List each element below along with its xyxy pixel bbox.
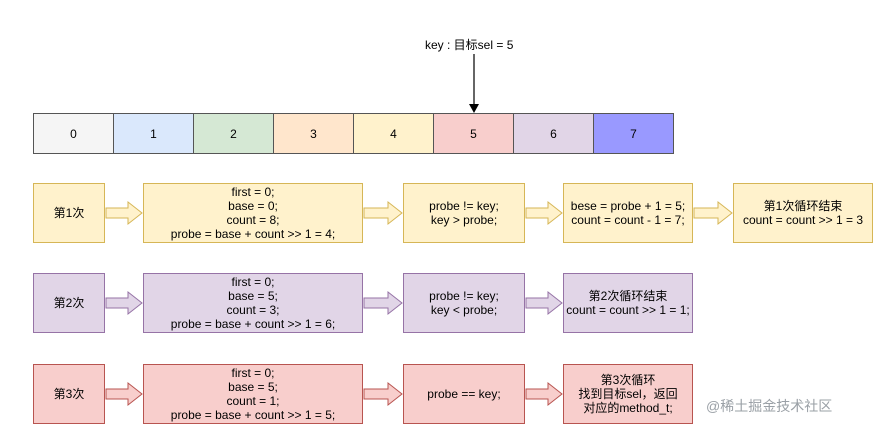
- array-cell-label: 0: [70, 126, 77, 141]
- step-text: first = 0; base = 5; count = 1; probe = …: [170, 366, 336, 422]
- array-cell-4: 4: [353, 113, 434, 154]
- block-arrow-3: [525, 200, 563, 226]
- step-text: probe == key;: [427, 387, 501, 401]
- step-text: 第3次循环 找到目标sel，返回 对应的method_t;: [578, 373, 678, 415]
- row3-step3: 第3次循环 找到目标sel，返回 对应的method_t;: [563, 364, 693, 424]
- step-text: 第2次循环结束 count = count >> 1 = 1;: [566, 289, 690, 317]
- step-text: probe != key; key > probe;: [429, 199, 499, 227]
- row1-step1: first = 0; base = 0; count = 8; probe = …: [143, 183, 363, 243]
- block-arrow-7: [525, 290, 563, 316]
- block-arrow-1: [105, 200, 143, 226]
- row1-step3: bese = probe + 1 = 5; count = count - 1 …: [563, 183, 693, 243]
- block-arrow-4: [693, 200, 733, 226]
- array-cell-3: 3: [273, 113, 354, 154]
- key-label: key : 目标sel = 5: [425, 38, 514, 52]
- row1-label: 第1次: [33, 183, 105, 243]
- watermark: @稀土掘金技术社区: [706, 398, 833, 414]
- array-cell-label: 2: [230, 126, 237, 141]
- step-text: 第1次循环结束 count = count >> 1 = 3: [742, 199, 864, 227]
- block-arrow-9: [363, 381, 403, 407]
- array-cell-label: 6: [550, 126, 557, 141]
- block-arrow-10: [525, 381, 563, 407]
- array-cell-label: 4: [390, 126, 397, 141]
- array-cell-label: 7: [630, 126, 637, 141]
- row3-step2: probe == key;: [403, 364, 525, 424]
- row2-label: 第2次: [33, 273, 105, 333]
- row2-step1: first = 0; base = 5; count = 3; probe = …: [143, 273, 363, 333]
- row1-step4: 第1次循环结束 count = count >> 1 = 3: [733, 183, 873, 243]
- row2-step3: 第2次循环结束 count = count >> 1 = 1;: [563, 273, 693, 333]
- step-text: first = 0; base = 0; count = 8; probe = …: [170, 185, 336, 241]
- row2-step2: probe != key; key < probe;: [403, 273, 525, 333]
- block-arrow-5: [105, 290, 143, 316]
- row-label-text: 第1次: [53, 206, 85, 220]
- block-arrow-6: [363, 290, 403, 316]
- block-arrow-2: [363, 200, 403, 226]
- array-cell-6: 6: [513, 113, 594, 154]
- array-cell-label: 1: [150, 126, 157, 141]
- step-text: bese = probe + 1 = 5; count = count - 1 …: [570, 199, 686, 227]
- array-cell-1: 1: [113, 113, 194, 154]
- row3-step1: first = 0; base = 5; count = 1; probe = …: [143, 364, 363, 424]
- row-label-text: 第2次: [53, 296, 85, 310]
- array-cell-7: 7: [593, 113, 674, 154]
- array-cell-label: 3: [310, 126, 317, 141]
- array-cell-0: 0: [33, 113, 114, 154]
- block-arrow-8: [105, 381, 143, 407]
- row3-label: 第3次: [33, 364, 105, 424]
- row-label-text: 第3次: [53, 387, 85, 401]
- step-text: probe != key; key < probe;: [429, 289, 499, 317]
- step-text: first = 0; base = 5; count = 3; probe = …: [170, 275, 336, 331]
- key-down-arrow: [469, 54, 479, 113]
- array-cell-label: 5: [470, 126, 477, 141]
- row1-step2: probe != key; key > probe;: [403, 183, 525, 243]
